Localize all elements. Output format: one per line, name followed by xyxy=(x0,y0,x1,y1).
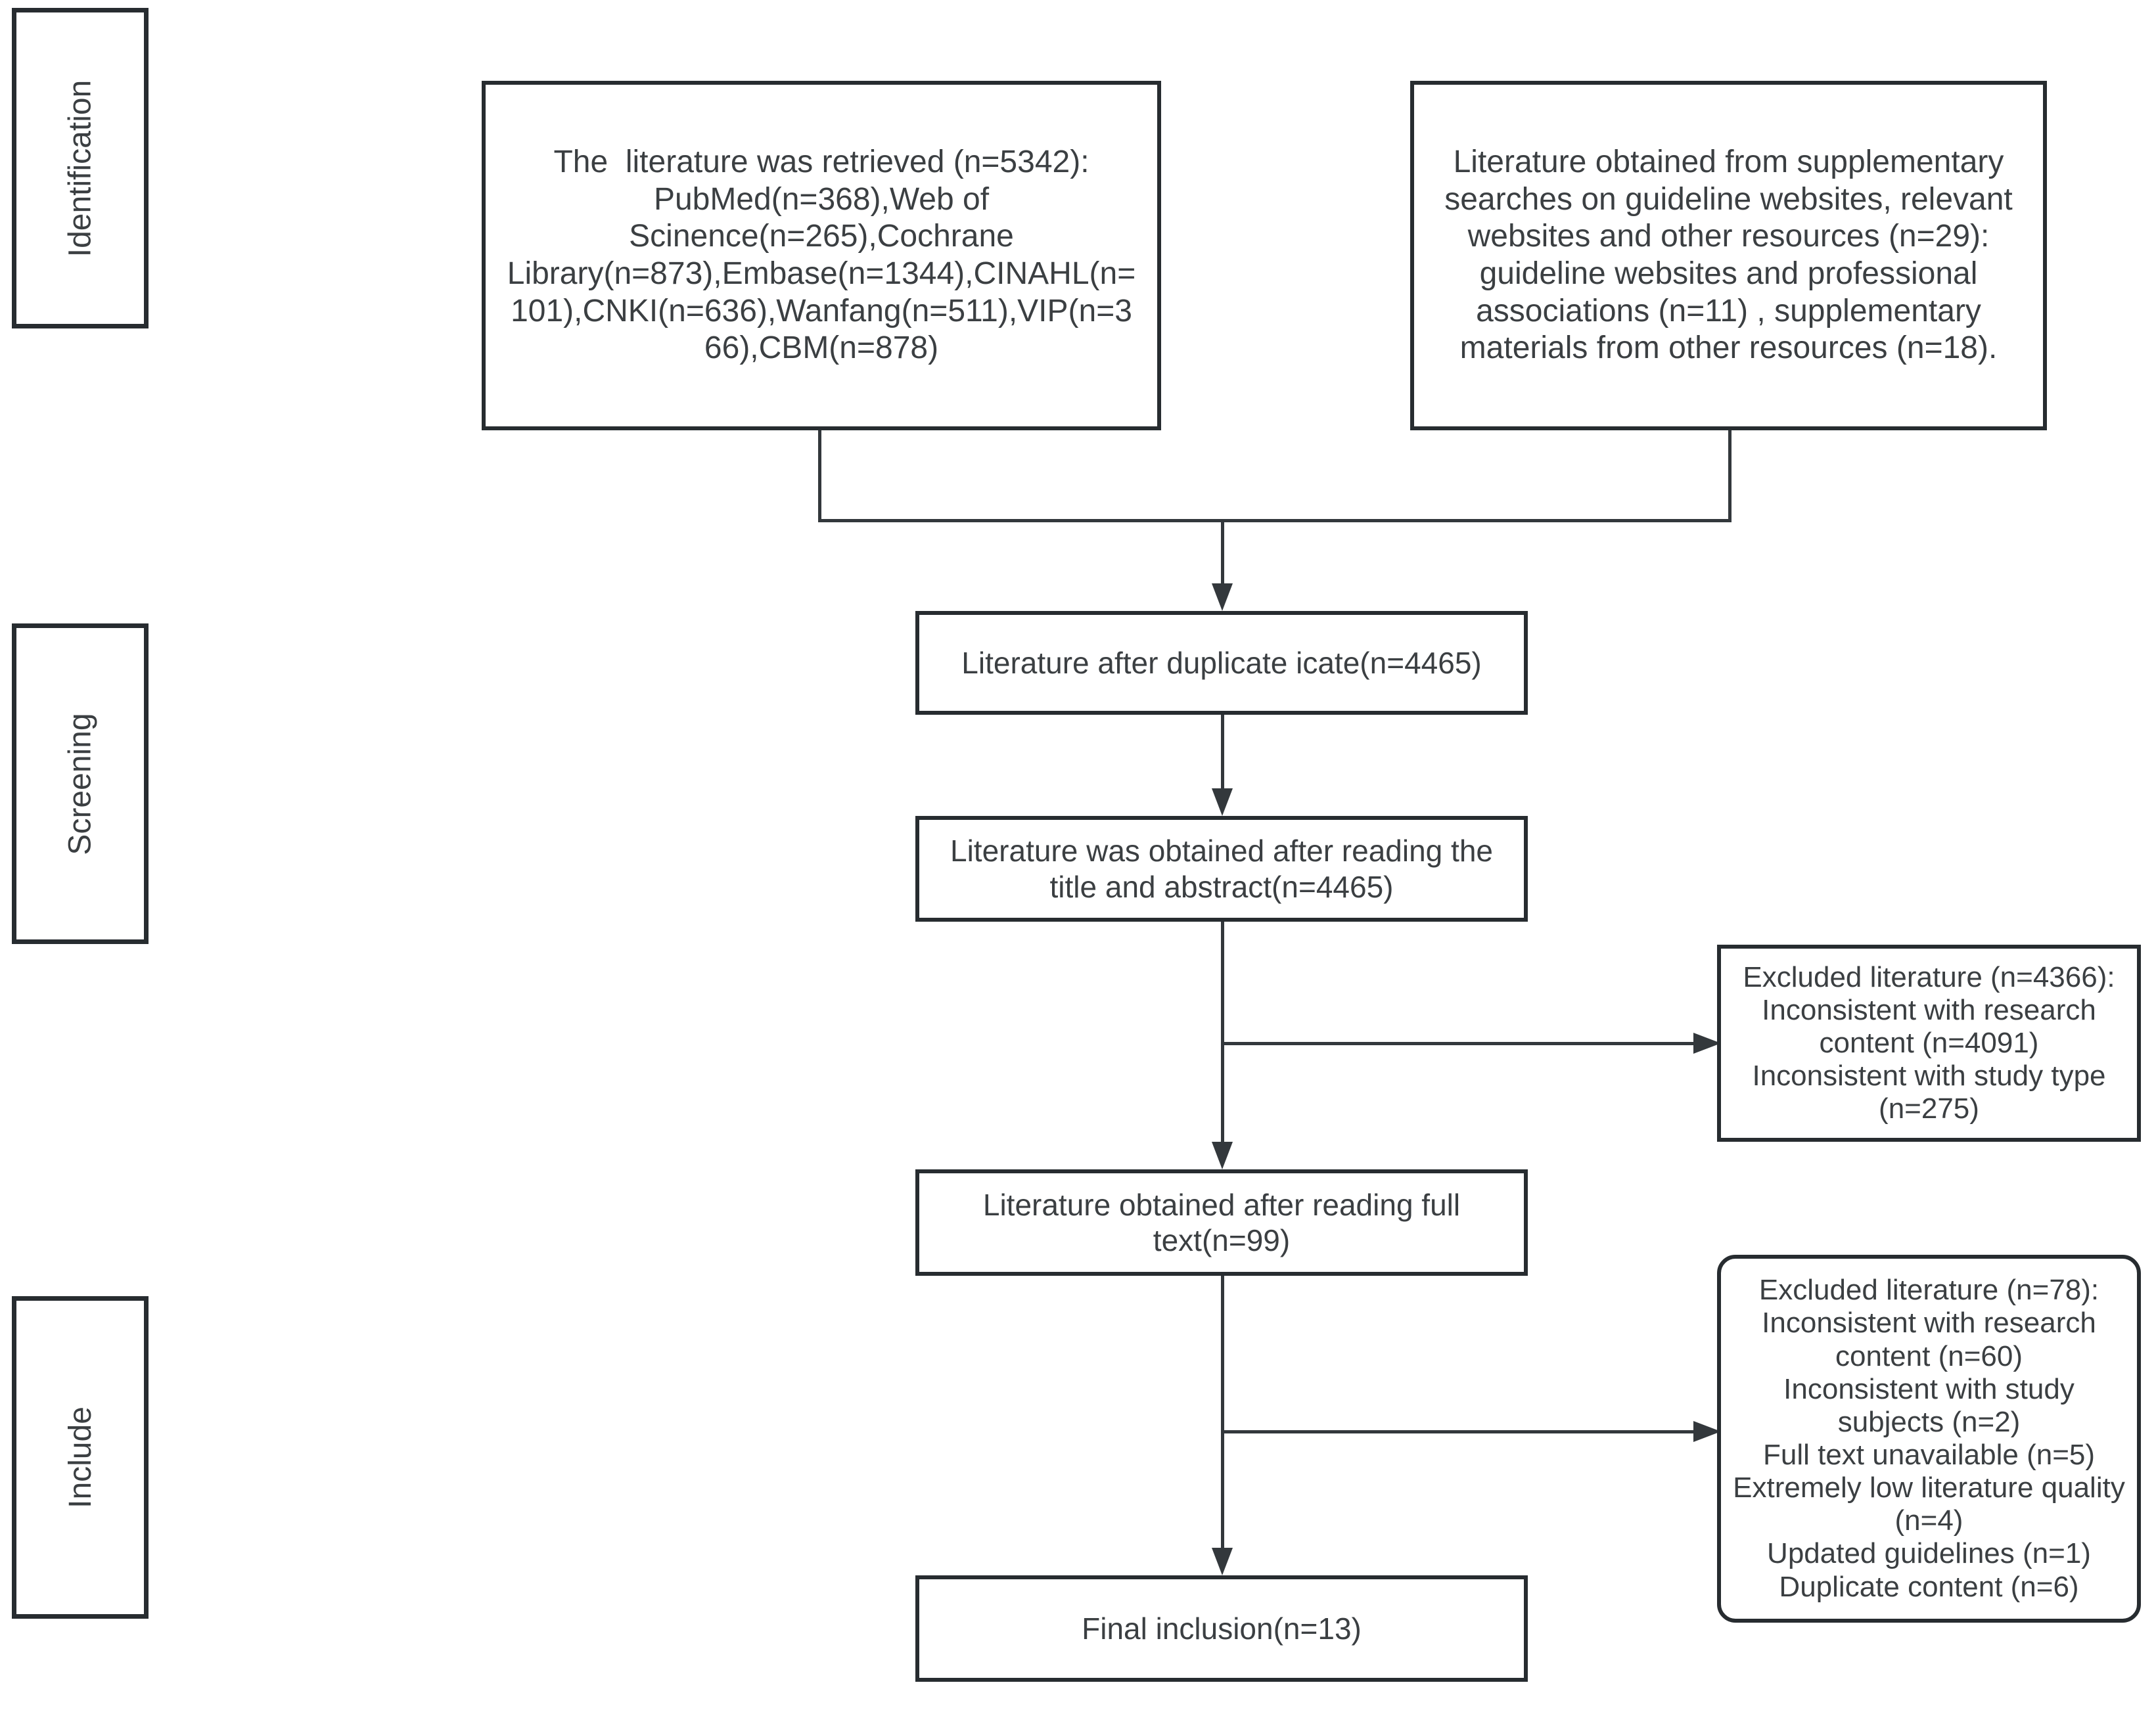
connector-dedup-to-title xyxy=(1221,715,1224,791)
node-excluded-title-abstract: Excluded literature (n=4366): Inconsiste… xyxy=(1717,945,2141,1142)
excluded-2-reason: Inconsistent with study subjects (n=2) xyxy=(1783,1372,2075,1438)
excluded-2-title: Excluded literature (n=78): xyxy=(1758,1274,2099,1307)
excluded-2-reason: Extremely low literature quality (n=4) xyxy=(1733,1472,2125,1537)
connector-right-source-drop xyxy=(1728,430,1732,522)
connector-branch-excluded-2 xyxy=(1222,1430,1697,1433)
arrowhead-into-final xyxy=(1212,1548,1233,1575)
stage-box-include: Include xyxy=(12,1296,149,1619)
node-after-duplicate-text: Literature after duplicate icate(n=4465) xyxy=(961,645,1482,680)
node-after-duplicate: Literature after duplicate icate(n=4465) xyxy=(915,611,1528,715)
stage-label-screening: Screening xyxy=(62,712,98,855)
excluded-2-reason: Inconsistent with research content (n=60… xyxy=(1762,1307,2096,1372)
connector-title-to-fulltext xyxy=(1221,922,1224,1145)
node-final-inclusion: Final inclusion(n=13) xyxy=(915,1575,1528,1682)
node-supplementary-sources-text: Literature obtained from supplementary s… xyxy=(1444,145,2013,366)
excluded-2-reason: Duplicate content (n=6) xyxy=(1779,1570,2079,1603)
node-literature-retrieved-text: The literature was retrieved (n=5342): P… xyxy=(507,145,1136,366)
stage-box-screening: Screening xyxy=(12,623,149,944)
excluded-2-reason: Full text unavailable (n=5) xyxy=(1762,1439,2096,1471)
stage-label-include: Include xyxy=(62,1407,98,1508)
arrowhead-into-excluded-2 xyxy=(1693,1421,1721,1442)
arrowhead-into-title-abstract xyxy=(1212,788,1233,816)
connector-fulltext-to-final xyxy=(1221,1276,1224,1552)
node-literature-retrieved: The literature was retrieved (n=5342): P… xyxy=(482,81,1161,430)
node-supplementary-sources: Literature obtained from supplementary s… xyxy=(1410,81,2047,430)
excluded-1-reason: Inconsistent with study type (n=275) xyxy=(1752,1060,2106,1125)
arrowhead-into-dedup xyxy=(1212,583,1233,611)
arrowhead-into-fulltext xyxy=(1212,1142,1233,1169)
node-title-abstract: Literature was obtained after reading th… xyxy=(915,816,1528,922)
excluded-1-title: Excluded literature (n=4366): xyxy=(1743,960,2115,993)
stage-label-identification: Identification xyxy=(62,79,98,257)
node-full-text-text: Literature obtained after reading full t… xyxy=(982,1187,1461,1257)
excluded-2-reason: Updated guidelines (n=1) xyxy=(1767,1537,2091,1570)
connector-branch-excluded-1 xyxy=(1222,1042,1697,1045)
stage-box-identification: Identification xyxy=(12,8,149,328)
connector-merge-to-dedup xyxy=(1221,519,1224,586)
node-title-abstract-text: Literature was obtained after reading th… xyxy=(950,834,1493,904)
node-final-inclusion-text: Final inclusion(n=13) xyxy=(1082,1611,1362,1646)
arrowhead-into-excluded-1 xyxy=(1693,1033,1721,1054)
excluded-1-reason: Inconsistent with research content (n=40… xyxy=(1762,993,2096,1059)
connector-left-source-drop xyxy=(818,430,821,522)
connector-merge-horizontal xyxy=(818,519,1732,522)
node-full-text: Literature obtained after reading full t… xyxy=(915,1169,1528,1276)
node-excluded-full-text: Excluded literature (n=78): Inconsistent… xyxy=(1717,1255,2141,1623)
